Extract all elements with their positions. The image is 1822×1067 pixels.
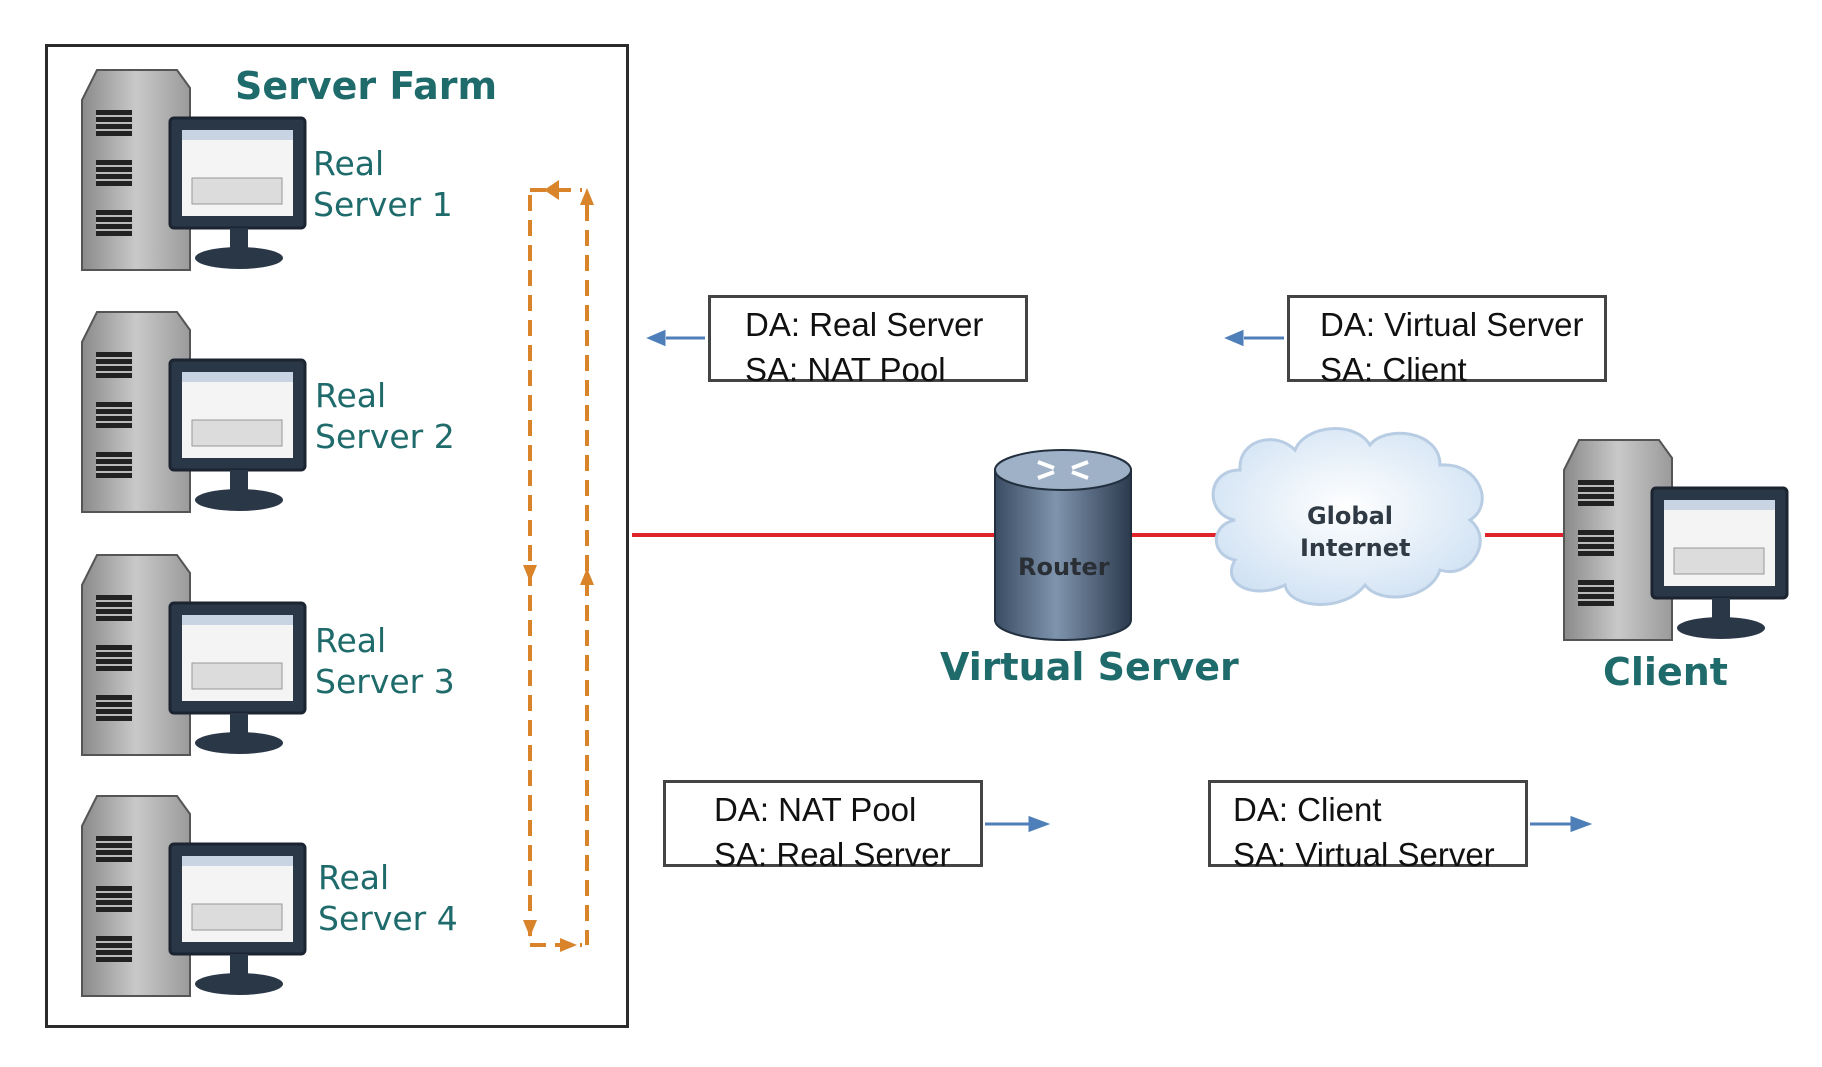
real-server-3-icon <box>80 553 307 757</box>
real-server-4-icon <box>80 794 307 998</box>
internet-cloud-icon <box>1211 427 1484 606</box>
server-farm-title: Server Farm <box>235 64 498 108</box>
router-icon <box>994 449 1132 641</box>
load-balance-arrows-icon <box>528 188 589 947</box>
client-caption: Client <box>1603 650 1728 694</box>
router-label: Router <box>1018 553 1110 581</box>
server-farm-frame <box>45 44 629 1028</box>
direction-arrows-icon <box>646 329 1593 833</box>
real-server-1-icon <box>80 68 307 272</box>
client-computer-icon <box>1562 438 1789 642</box>
real-server-2-icon <box>80 310 307 514</box>
virtual-server-caption: Virtual Server <box>940 645 1239 689</box>
